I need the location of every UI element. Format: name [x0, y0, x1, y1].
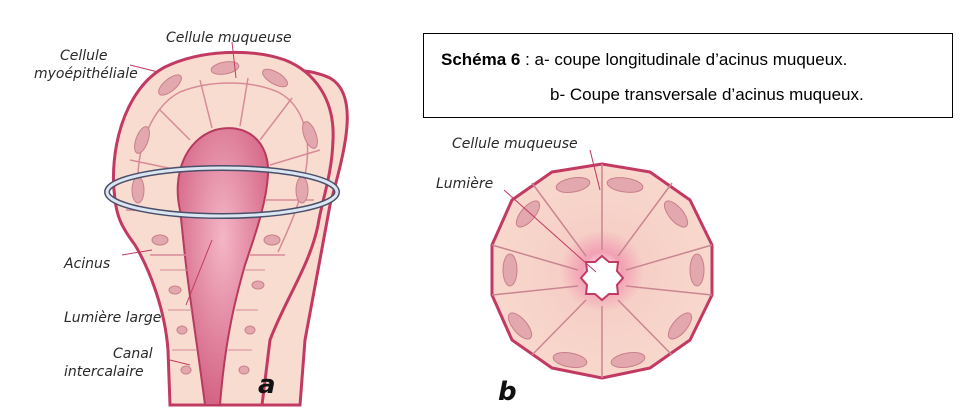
label-mucous-cell-a: Cellule muqueuse [166, 30, 292, 46]
label-wide-lumen: Lumière large [64, 310, 161, 326]
longitudinal-acinus [104, 50, 349, 407]
panel-letter-b: b [498, 377, 517, 407]
caption-title: Schéma 6 [441, 50, 521, 69]
label-acinus: Acinus [63, 256, 110, 272]
panel-letter-a: a [258, 370, 276, 400]
caption-line-2: b- Coupe transversale d’acinus muqueux. [550, 85, 864, 104]
label-mucous-cell-b: Cellule muqueuse [452, 136, 578, 152]
label-lumen-b: Lumière [436, 176, 493, 192]
caption-line-1: Schéma 6 : a- coupe longitudinale d’acin… [441, 50, 847, 70]
label-myoepithelial-2: myoépithéliale [34, 66, 138, 82]
transverse-lumen [579, 254, 625, 302]
label-myoepithelial-1: Cellule [60, 48, 108, 64]
figure-caption: Schéma 6 : a- coupe longitudinale d’acin… [423, 33, 953, 118]
caption-part-a: : a- coupe longitudinale d’acinus muqueu… [520, 50, 848, 69]
label-canal-1: Canal [113, 346, 153, 362]
transverse-acinus [490, 162, 714, 380]
acinus-lumen [176, 127, 270, 406]
label-canal-2: intercalaire [64, 364, 144, 380]
